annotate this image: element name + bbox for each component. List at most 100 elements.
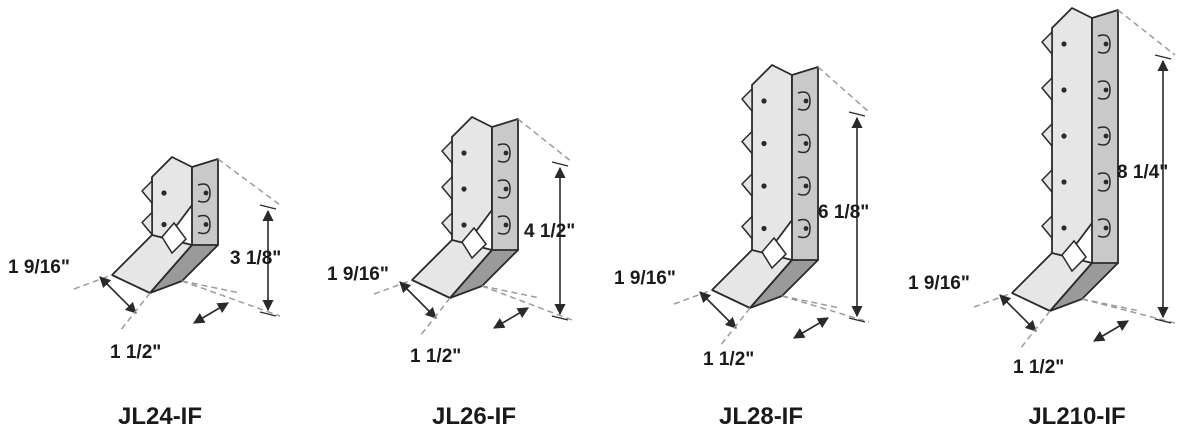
nail-hole — [1061, 225, 1067, 231]
nail-hole — [803, 226, 809, 231]
nail-hole — [1061, 87, 1067, 93]
width-extension-line-right — [781, 295, 841, 309]
width-dimension-arrow — [1093, 320, 1129, 342]
back-flange — [751, 64, 793, 261]
extension-line-top — [217, 158, 281, 206]
width-extension-line-left — [419, 297, 451, 337]
flange-tab — [1041, 215, 1053, 239]
hanger-drawing — [673, 64, 870, 347]
flange-tab — [441, 212, 453, 236]
extension-line-bottom — [1081, 298, 1176, 324]
nail-hole — [461, 222, 467, 228]
back-flange — [1051, 7, 1093, 264]
nail-hole — [761, 225, 767, 232]
height-dimension-label: 6 1/8" — [818, 202, 869, 223]
nail-hole — [503, 222, 509, 228]
flange-tab — [1041, 123, 1053, 147]
flange-tab — [141, 211, 153, 236]
extension-line-bottom — [181, 280, 281, 317]
flange-tab — [141, 180, 153, 204]
side-tab — [797, 91, 811, 111]
side-tab — [797, 218, 811, 239]
depth-dimension-arrow — [99, 276, 137, 314]
hanger-jl28-if: 1 9/16" 6 1/8" 1 1/2" JL28-IF — [614, 64, 870, 430]
nail-hole — [161, 190, 167, 196]
hanger-jl210-if: 1 9/16" 8 1/4" 1 1/2" JL210-IF — [908, 7, 1176, 430]
width-dimension-label: 1 1/2" — [110, 342, 161, 363]
height-tick-top — [1154, 54, 1172, 60]
depth-extension-line — [973, 292, 1013, 308]
depth-dimension-arrow — [699, 291, 737, 329]
height-dimension-label: 4 1/2" — [524, 221, 575, 242]
height-tick-bottom — [848, 317, 866, 323]
nail-hole — [503, 186, 509, 192]
height-dimension-label: 8 1/4" — [1117, 162, 1168, 183]
side-wall — [1091, 9, 1119, 284]
nail-hole — [803, 98, 809, 104]
flange-tab — [741, 215, 753, 240]
side-tab — [197, 214, 211, 235]
extension-line-bottom — [781, 295, 870, 323]
side-tab — [1097, 218, 1111, 238]
width-dimension-arrow — [793, 317, 829, 339]
hanger-drawing — [73, 156, 281, 332]
depth-extension-line — [673, 289, 713, 305]
side-tab — [1097, 172, 1111, 192]
depth-dimension-label: 1 9/16" — [908, 273, 970, 294]
nail-hole — [203, 190, 209, 196]
hanger-drawing — [373, 116, 573, 337]
extension-line-top — [1117, 9, 1176, 56]
seat-hole — [761, 236, 787, 270]
nail-hole — [503, 150, 509, 156]
side-wall — [491, 118, 519, 271]
nail-hole — [1061, 133, 1067, 139]
nail-hole — [1061, 179, 1067, 185]
height-tick-top — [551, 161, 569, 167]
hanger-drawing — [973, 7, 1176, 350]
model-label: JL28-IF — [719, 403, 803, 430]
seat-hole — [461, 226, 487, 260]
seat-bottom — [449, 249, 519, 299]
flange-tab — [741, 88, 753, 112]
nail-hole — [761, 140, 767, 147]
nail-hole — [1103, 133, 1109, 139]
side-tab — [497, 179, 511, 199]
nail-hole — [1103, 225, 1109, 231]
width-dimension-label: 1 1/2" — [410, 346, 461, 367]
depth-dimension-arrow — [999, 294, 1037, 332]
nail-hole — [1103, 179, 1109, 185]
side-tab — [1097, 80, 1111, 100]
width-dimension-label: 1 1/2" — [1013, 357, 1064, 378]
side-tab — [1097, 126, 1111, 146]
flange-tab — [741, 173, 753, 197]
hanger-jl24-if: 1 9/16" 3 1/8" 1 1/2" JL24-IF — [8, 156, 281, 430]
hanger-jl26-if: 1 9/16" 4 1/2" 1 1/2" JL26-IF — [327, 116, 575, 430]
nail-hole — [461, 186, 467, 192]
seat-hole — [161, 221, 187, 255]
side-tab — [497, 143, 511, 163]
nail-hole — [803, 183, 809, 189]
width-extension-line-left — [119, 292, 151, 332]
side-tab — [797, 133, 811, 154]
height-dimension-label: 3 1/8" — [230, 248, 281, 269]
nail-hole — [461, 150, 467, 156]
depth-dimension-label: 1 9/16" — [614, 268, 676, 289]
seat-bottom — [1049, 262, 1119, 312]
flange-tab — [1041, 77, 1053, 101]
nail-hole — [161, 221, 167, 228]
flange-tab — [741, 130, 753, 155]
side-tab — [197, 183, 211, 203]
width-dimension-arrow — [193, 302, 229, 324]
side-tab — [797, 176, 811, 196]
extension-line-top — [817, 66, 870, 113]
seat-bottom — [749, 259, 819, 309]
height-tick-bottom — [259, 311, 277, 317]
seat-hole — [1061, 239, 1087, 273]
height-tick-top — [259, 204, 277, 210]
nail-hole — [203, 222, 209, 227]
height-tick-bottom — [551, 315, 569, 321]
height-tick-bottom — [1154, 318, 1172, 324]
depth-extension-line — [73, 274, 113, 290]
side-tab — [497, 215, 511, 235]
